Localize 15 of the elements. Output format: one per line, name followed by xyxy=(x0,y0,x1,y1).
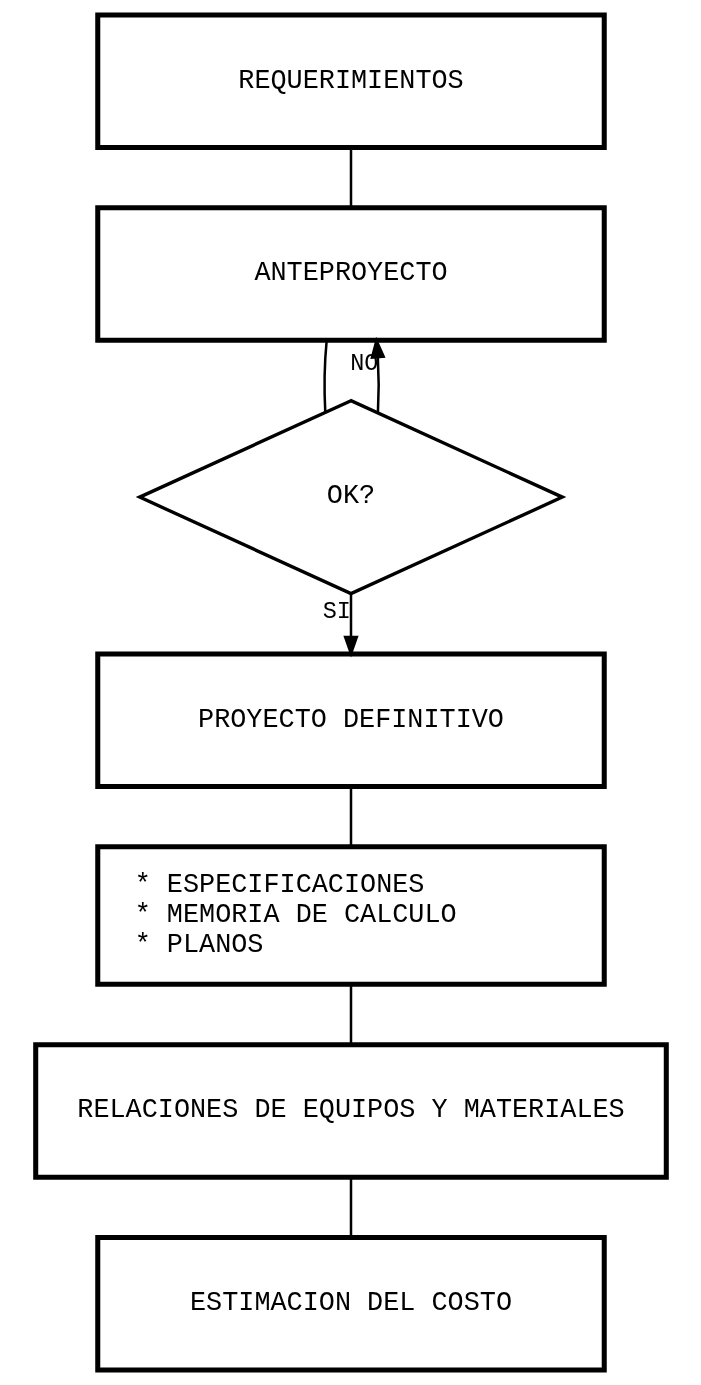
arrow xyxy=(369,336,386,413)
connector xyxy=(349,984,352,1045)
connector xyxy=(349,147,352,208)
node-box: REQUERIMIENTOS xyxy=(94,12,607,150)
connector xyxy=(349,1177,352,1238)
edge-label: SI xyxy=(322,597,351,625)
node-box: ESTIMACION DEL COSTO xyxy=(94,1235,607,1373)
node-box: PROYECTO DEFINITIVO xyxy=(94,651,607,789)
arrow xyxy=(342,593,359,658)
node-box: RELACIONES DE EQUIPOS Y MATERIALES xyxy=(32,1042,669,1180)
connector xyxy=(322,340,328,413)
node-box: ANTEPROYECTO xyxy=(94,205,607,343)
connector xyxy=(349,786,352,847)
node-box: * ESPECIFICACIONES * MEMORIA DE CALCULO * PLANOS xyxy=(94,844,607,987)
node-diamond: OK? xyxy=(135,398,566,596)
